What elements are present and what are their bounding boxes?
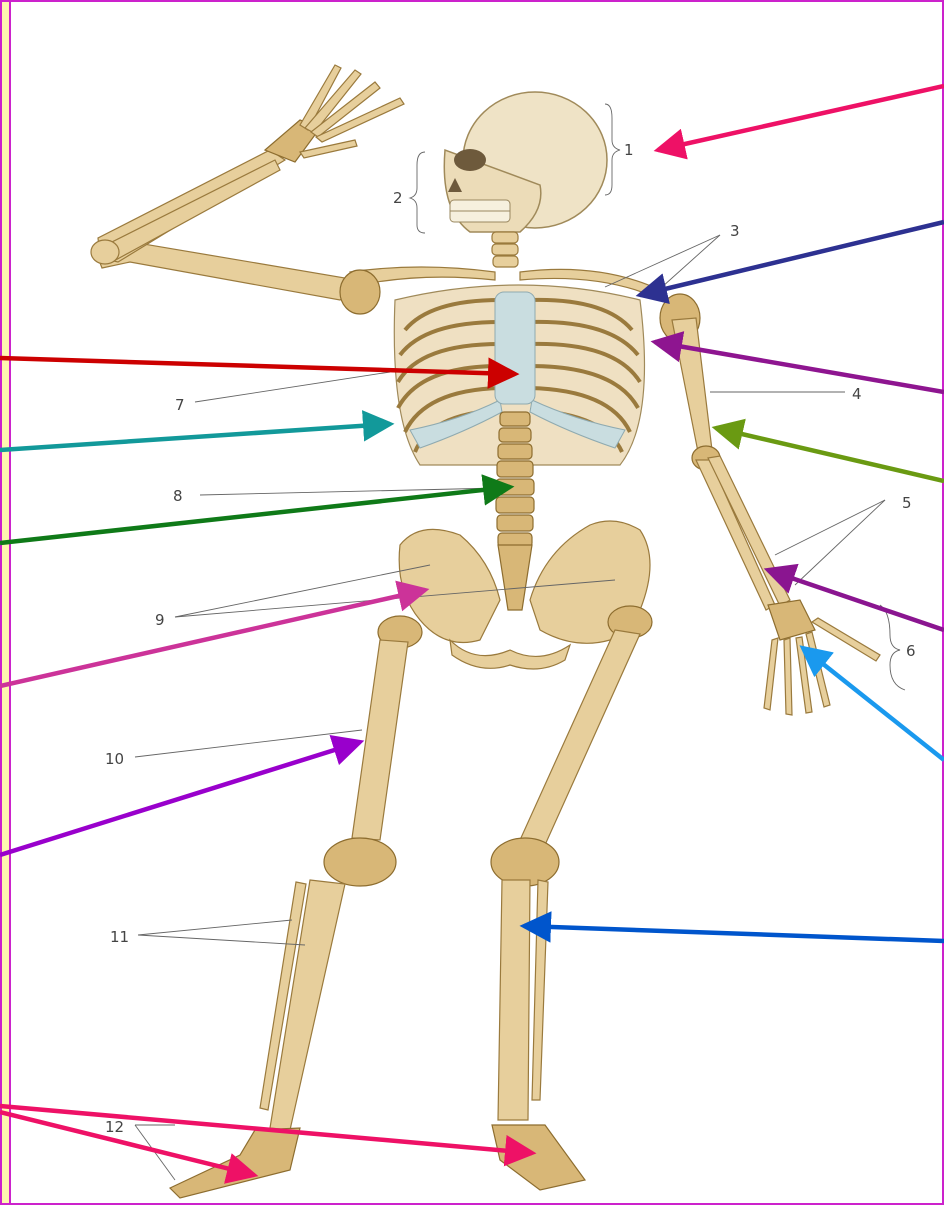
arrow-clavicle — [640, 222, 944, 295]
label-2: 2 — [393, 189, 403, 207]
label-10: 10 — [105, 750, 124, 768]
label-1: 1 — [624, 141, 634, 159]
cervical-spine — [492, 232, 518, 267]
legs — [170, 606, 652, 1198]
arrow-foot-left — [0, 1112, 254, 1175]
label-11: 11 — [110, 928, 129, 946]
label-6: 6 — [906, 642, 916, 660]
skeleton — [91, 65, 880, 1198]
arrow-humerus — [716, 428, 944, 481]
raised-arm — [91, 65, 404, 300]
arrow-skull — [658, 86, 944, 150]
label-4: 4 — [852, 385, 862, 403]
sternum — [495, 292, 535, 404]
label-12: 12 — [105, 1118, 124, 1136]
arrow-pelvis — [0, 590, 425, 686]
arrow-ribs — [0, 424, 390, 450]
label-3: 3 — [730, 222, 740, 240]
label-5: 5 — [902, 494, 912, 512]
label-9: 9 — [155, 611, 165, 629]
arrow-lower-leg — [524, 926, 944, 941]
skull — [444, 92, 607, 232]
label-8: 8 — [173, 487, 183, 505]
label-7: 7 — [175, 396, 185, 414]
arrow-femur — [0, 742, 360, 855]
lumbar-spine — [496, 412, 534, 547]
left-shoulder — [340, 270, 380, 314]
